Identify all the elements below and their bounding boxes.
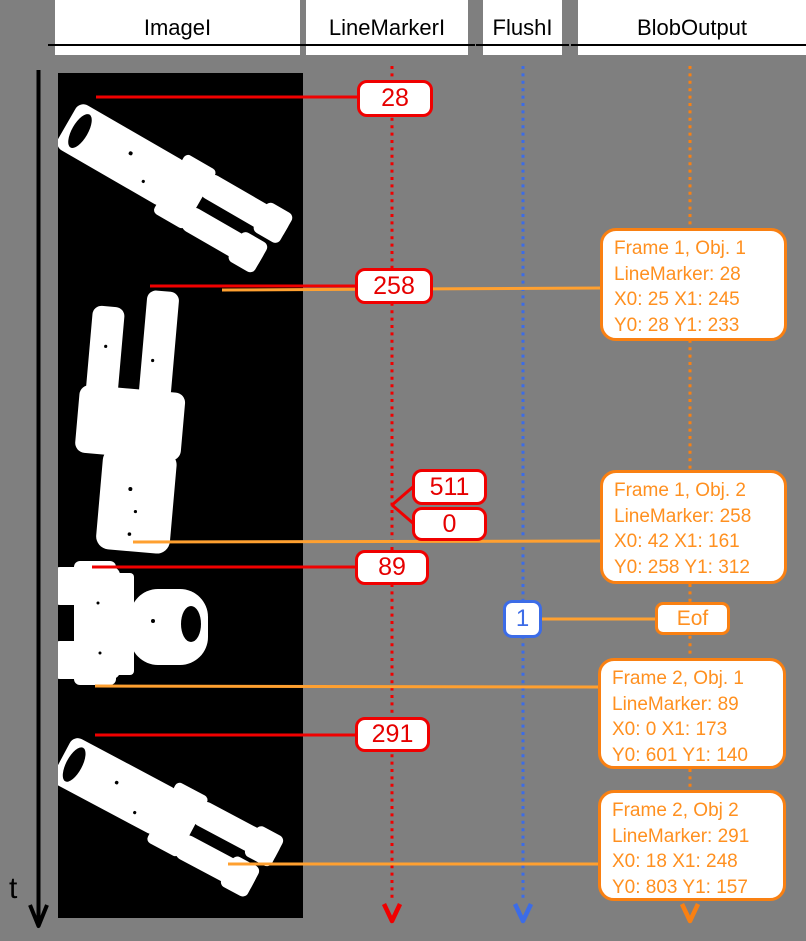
column-header-linemarkeri-label: LineMarkerI	[328, 14, 446, 40]
time-axis-label: t	[9, 872, 18, 905]
column-header-flushi: FlushI	[476, 0, 569, 55]
column-header-imagei: ImageI	[48, 0, 307, 55]
linemarker-tag-0-value: 0	[442, 509, 457, 538]
bloboutput-box-frame2-obj1: Frame 2, Obj. 1 LineMarker: 89 X0: 0 X1:…	[598, 658, 786, 769]
red-dotted-down-arrow-icon	[381, 903, 403, 924]
column-header-bloboutput: BlobOutput	[571, 0, 806, 55]
input-image-strip	[52, 73, 303, 918]
time-axis-down-arrow-icon	[28, 904, 49, 928]
column-header-bloboutput-label: BlobOutput	[636, 14, 748, 40]
bloboutput-box-line: LineMarker: 89	[612, 693, 739, 715]
bloboutput-box-frame1-obj2: Frame 1, Obj. 2 LineMarker: 258 X0: 42 X…	[600, 470, 787, 584]
binary-blob-images	[52, 104, 293, 897]
linemarker-tag-511: 511	[412, 469, 487, 505]
column-header-flushi-label: FlushI	[492, 14, 553, 40]
linemarker-tag-258-value: 258	[373, 271, 415, 300]
linemarker-tag-291: 291	[355, 717, 430, 752]
bloboutput-box-line: Frame 2, Obj. 1	[612, 668, 744, 689]
eof-tag: Eof	[655, 602, 730, 635]
eof-tag-label: Eof	[676, 606, 709, 630]
bloboutput-box-line: X0: 42 X1: 161	[614, 531, 740, 552]
bloboutput-box-line: X0: 25 X1: 245	[614, 289, 740, 310]
bloboutput-box-line: Frame 2, Obj 2	[612, 800, 739, 821]
blob-frame1-obj2	[75, 290, 186, 554]
bloboutput-box-frame2-obj2: Frame 2, Obj 2 LineMarker: 291 X0: 18 X1…	[598, 790, 786, 901]
orange-dotted-down-arrow-icon	[679, 903, 701, 924]
blob-frame2-obj1	[52, 561, 208, 685]
bloboutput-box-line: X0: 0 X1: 173	[612, 719, 728, 740]
blob-frame2-obj2	[52, 738, 284, 897]
column-header-linemarkeri: LineMarkerI	[299, 0, 475, 55]
linemarker-tag-511-value: 511	[429, 472, 470, 501]
linemarker-tag-89: 89	[355, 550, 429, 585]
bloboutput-box-line: LineMarker: 258	[614, 505, 752, 527]
stream-arrowheads	[381, 903, 701, 924]
bloboutput-box-line: Frame 1, Obj. 1	[614, 238, 746, 259]
time-axis	[28, 70, 49, 928]
bloboutput-box-line: Frame 1, Obj. 2	[614, 480, 746, 501]
linemarker-tag-28: 28	[357, 80, 433, 117]
blue-dotted-down-arrow-icon	[512, 903, 534, 924]
column-header-imagei-label: ImageI	[143, 14, 212, 40]
linemarker-tag-258: 258	[355, 268, 433, 304]
flush-tag-1-value: 1	[515, 605, 530, 632]
bloboutput-box-line: X0: 18 X1: 248	[612, 851, 738, 872]
bloboutput-box-line: LineMarker: 291	[612, 825, 750, 847]
blob-frame1-obj1	[57, 104, 293, 273]
bloboutput-box-line: Y0: 601 Y1: 140	[612, 744, 748, 766]
linemarker-tag-291-value: 291	[371, 720, 414, 748]
bloboutput-box-line: Y0: 28 Y1: 233	[614, 314, 740, 336]
bloboutput-box-line: Y0: 803 Y1: 157	[612, 876, 748, 898]
linemarker-tag-0: 0	[412, 507, 487, 541]
linemarker-tag-28-value: 28	[381, 84, 409, 112]
bloboutput-box-frame1-obj1: Frame 1, Obj. 1 LineMarker: 28 X0: 25 X1…	[600, 228, 787, 341]
linemarker-tag-89-value: 89	[378, 553, 406, 581]
bloboutput-box-line: Y0: 258 Y1: 312	[614, 556, 750, 578]
bloboutput-box-line: LineMarker: 28	[614, 263, 741, 285]
flush-tag-1: 1	[503, 600, 542, 638]
